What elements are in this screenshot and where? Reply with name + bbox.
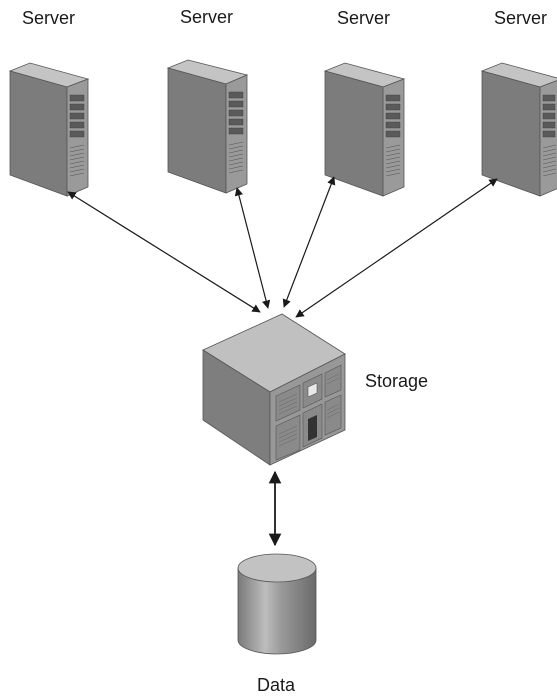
server-icon-3 (323, 62, 406, 197)
arrow-server3-storage (282, 176, 336, 308)
storage-label: Storage (365, 371, 429, 391)
server-icon-1 (8, 62, 90, 197)
connection-arrows (67, 176, 498, 318)
server-label-3: Server (337, 8, 391, 28)
data-label: Data (257, 675, 296, 695)
arrow-server1-storage (67, 191, 261, 313)
database-icon (237, 553, 317, 655)
server-label-4: Server (494, 8, 548, 28)
server-icon-4 (480, 62, 557, 197)
storage-icon (202, 313, 346, 466)
server-icon-2 (166, 59, 249, 194)
arrow-server2-storage (234, 187, 271, 309)
arrow-server4-storage (295, 178, 498, 318)
server-label-2: Server (180, 7, 234, 27)
server-label-1: Server (22, 8, 76, 28)
